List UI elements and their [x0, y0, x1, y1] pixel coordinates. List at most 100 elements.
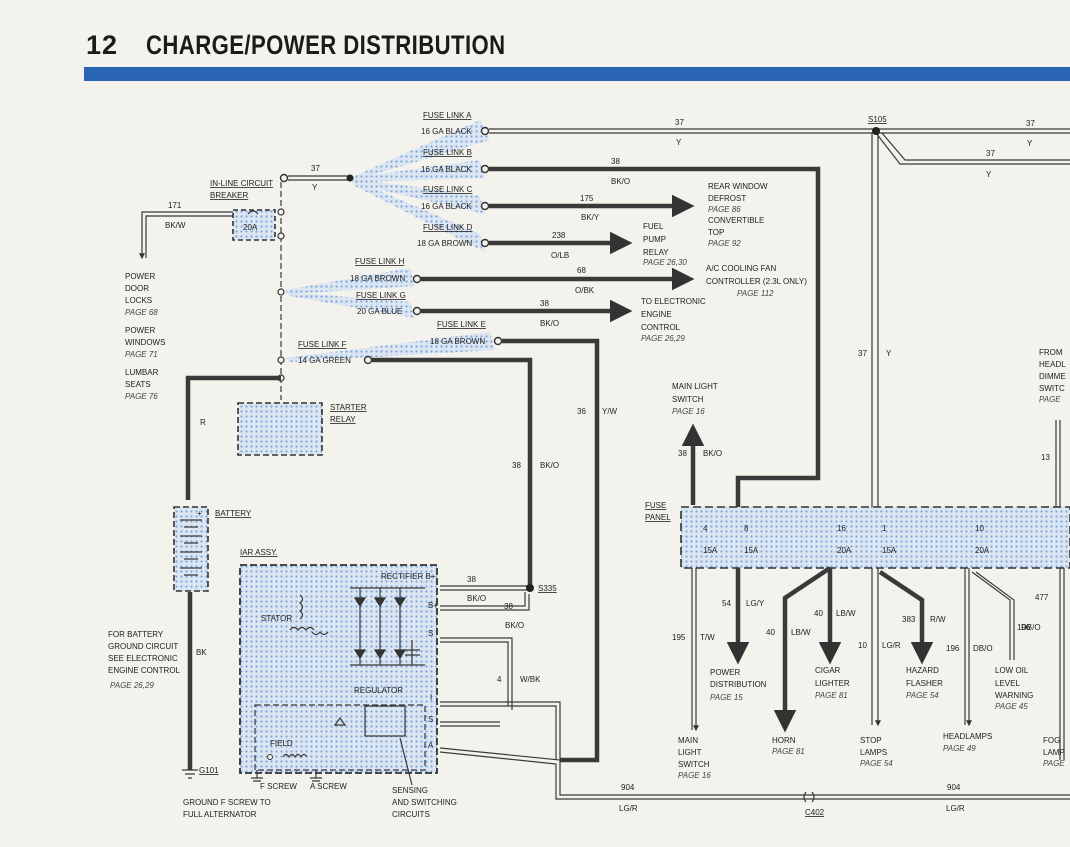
svg-text:38: 38 — [512, 461, 521, 470]
svg-text:18 GA BROWN: 18 GA BROWN — [417, 239, 472, 248]
fuse-10: 10 20A — [975, 524, 990, 555]
svg-text:GROUND F SCREW TO: GROUND F SCREW TO — [183, 798, 271, 807]
svg-text:PAGE: PAGE — [1043, 759, 1065, 768]
load-hazard-flasher: HAZARD FLASHER PAGE 54 — [906, 666, 943, 700]
load-rear-window: REAR WINDOW DEFROST PAGE 86 CONVERTIBLE … — [708, 182, 768, 248]
fuse-link-e: FUSE LINK E 18 GA BROWN — [430, 320, 503, 346]
svg-text:LAMPS: LAMPS — [860, 748, 887, 757]
svg-text:POWER: POWER — [125, 326, 155, 335]
svg-text:SWITCH: SWITCH — [678, 760, 710, 769]
svg-text:FROM: FROM — [1039, 348, 1063, 357]
svg-text:POWER: POWER — [125, 272, 155, 281]
svg-text:R/W: R/W — [930, 615, 946, 624]
svg-text:CONVERTIBLE: CONVERTIBLE — [708, 216, 764, 225]
svg-text:RELAY: RELAY — [330, 415, 356, 424]
svg-text:16: 16 — [837, 524, 846, 533]
svg-text:ENGINE: ENGINE — [641, 310, 672, 319]
svg-text:40: 40 — [766, 628, 775, 637]
fuse-link-g: FUSE LINK G 20 GA BLUE — [356, 291, 422, 316]
load-from-headlamp: FROM HEADL DIMME SWITC PAGE 13 — [1039, 348, 1066, 510]
svg-text:BK/O: BK/O — [467, 594, 486, 603]
fuse-4: 4 15A — [703, 524, 718, 555]
svg-text:DB/O: DB/O — [1021, 623, 1041, 632]
svg-text:FUSE LINK F: FUSE LINK F — [298, 340, 347, 349]
svg-text:8: 8 — [744, 524, 749, 533]
load-ac-cooling: A/C COOLING FAN CONTROLLER (2.3L ONLY) P… — [706, 264, 807, 298]
svg-text:SWITC: SWITC — [1039, 384, 1065, 393]
svg-text:FOR BATTERY: FOR BATTERY — [108, 630, 164, 639]
svg-text:37: 37 — [311, 164, 320, 173]
svg-text:DISTRIBUTION: DISTRIBUTION — [710, 680, 767, 689]
svg-text:PAGE 86: PAGE 86 — [708, 205, 741, 214]
ground-g101: G101 — [199, 766, 219, 775]
svg-text:LG/R: LG/R — [946, 804, 965, 813]
svg-text:PAGE 45: PAGE 45 — [995, 702, 1028, 711]
svg-text:15A: 15A — [882, 546, 897, 555]
iar-outputs: S335 38 BK/O 38 BK/O 4 W/BK — [439, 575, 1070, 800]
svg-text:MAIN: MAIN — [678, 736, 698, 745]
svg-text:Y: Y — [886, 349, 892, 358]
svg-text:MAIN LIGHT: MAIN LIGHT — [672, 382, 718, 391]
svg-text:20A: 20A — [837, 546, 852, 555]
svg-text:BK/O: BK/O — [540, 319, 559, 328]
svg-text:38: 38 — [504, 602, 513, 611]
svg-text:FULL ALTERNATOR: FULL ALTERNATOR — [183, 810, 257, 819]
svg-text:PAGE 26,30: PAGE 26,30 — [643, 258, 687, 267]
svg-text:STATOR: STATOR — [261, 614, 292, 623]
circuit-238: 238 O/LB — [489, 231, 633, 260]
svg-text:DEFROST: DEFROST — [708, 194, 746, 203]
svg-text:HEADLAMPS: HEADLAMPS — [943, 732, 992, 741]
svg-text:FUSE LINK E: FUSE LINK E — [437, 320, 486, 329]
fuse-outputs: 195 T/W 54 LG/Y 40 LB/W 40 LB/W 10 LG/R … — [672, 566, 1065, 760]
svg-text:O/LB: O/LB — [551, 251, 569, 260]
svg-text:CIRCUITS: CIRCUITS — [392, 810, 430, 819]
svg-text:40: 40 — [814, 609, 823, 618]
svg-text:FUSE: FUSE — [645, 501, 666, 510]
svg-text:S: S — [428, 715, 433, 724]
load-stop-lamps: STOP LAMPS PAGE 54 — [860, 736, 893, 768]
svg-text:1: 1 — [882, 524, 887, 533]
svg-text:BK/O: BK/O — [540, 461, 559, 470]
page-title: CHARGE/POWER DISTRIBUTION — [146, 30, 506, 60]
svg-text:DIMME: DIMME — [1039, 372, 1066, 381]
svg-text:FUSE LINK B: FUSE LINK B — [423, 148, 472, 157]
fuse-link-d: FUSE LINK D 18 GA BROWN — [417, 223, 490, 248]
svg-text:15A: 15A — [703, 546, 718, 555]
svg-text:W/BK: W/BK — [520, 675, 541, 684]
svg-text:37: 37 — [986, 149, 995, 158]
svg-text:SENSING: SENSING — [392, 786, 428, 795]
svg-text:PANEL: PANEL — [645, 513, 671, 522]
svg-text:FUSE LINK C: FUSE LINK C — [423, 185, 473, 194]
svg-text:LG/Y: LG/Y — [746, 599, 765, 608]
svg-text:O/BK: O/BK — [575, 286, 595, 295]
svg-text:B+: B+ — [428, 601, 438, 610]
svg-text:PUMP: PUMP — [643, 235, 666, 244]
svg-text:BK/O: BK/O — [611, 177, 630, 186]
svg-text:PAGE 16: PAGE 16 — [678, 771, 711, 780]
svg-text:238: 238 — [552, 231, 566, 240]
svg-text:STOP: STOP — [860, 736, 882, 745]
svg-text:PAGE 76: PAGE 76 — [125, 392, 158, 401]
svg-text:175: 175 — [580, 194, 594, 203]
fuse-link-a: FUSE LINK A 16 GA BLACK — [421, 111, 490, 136]
svg-text:BATTERY: BATTERY — [215, 509, 252, 518]
svg-text:14 GA GREEN: 14 GA GREEN — [298, 356, 351, 365]
svg-text:PAGE 81: PAGE 81 — [815, 691, 848, 700]
load-headlamps: HEADLAMPS PAGE 49 — [943, 732, 992, 753]
svg-text:RELAY: RELAY — [643, 248, 669, 257]
load-cigar-lighter: CIGAR LIGHTER PAGE 81 — [815, 666, 850, 700]
svg-text:10: 10 — [975, 524, 984, 533]
svg-text:SWITCH: SWITCH — [672, 395, 704, 404]
load-horn: HORN PAGE 81 — [772, 736, 805, 756]
svg-text:FOG: FOG — [1043, 736, 1060, 745]
svg-text:FUSE LINK G: FUSE LINK G — [356, 291, 406, 300]
svg-text:LOW OIL: LOW OIL — [995, 666, 1029, 675]
circuit-38-b: 38 BK/O — [489, 157, 821, 515]
circuit-37-breaker: 37 Y — [277, 164, 354, 400]
fuse-link-fan — [285, 120, 495, 362]
svg-text:TOP: TOP — [708, 228, 724, 237]
svg-text:DB/O: DB/O — [973, 644, 993, 653]
svg-text:A SCREW: A SCREW — [310, 782, 347, 791]
svg-text:FUSE LINK H: FUSE LINK H — [355, 257, 405, 266]
